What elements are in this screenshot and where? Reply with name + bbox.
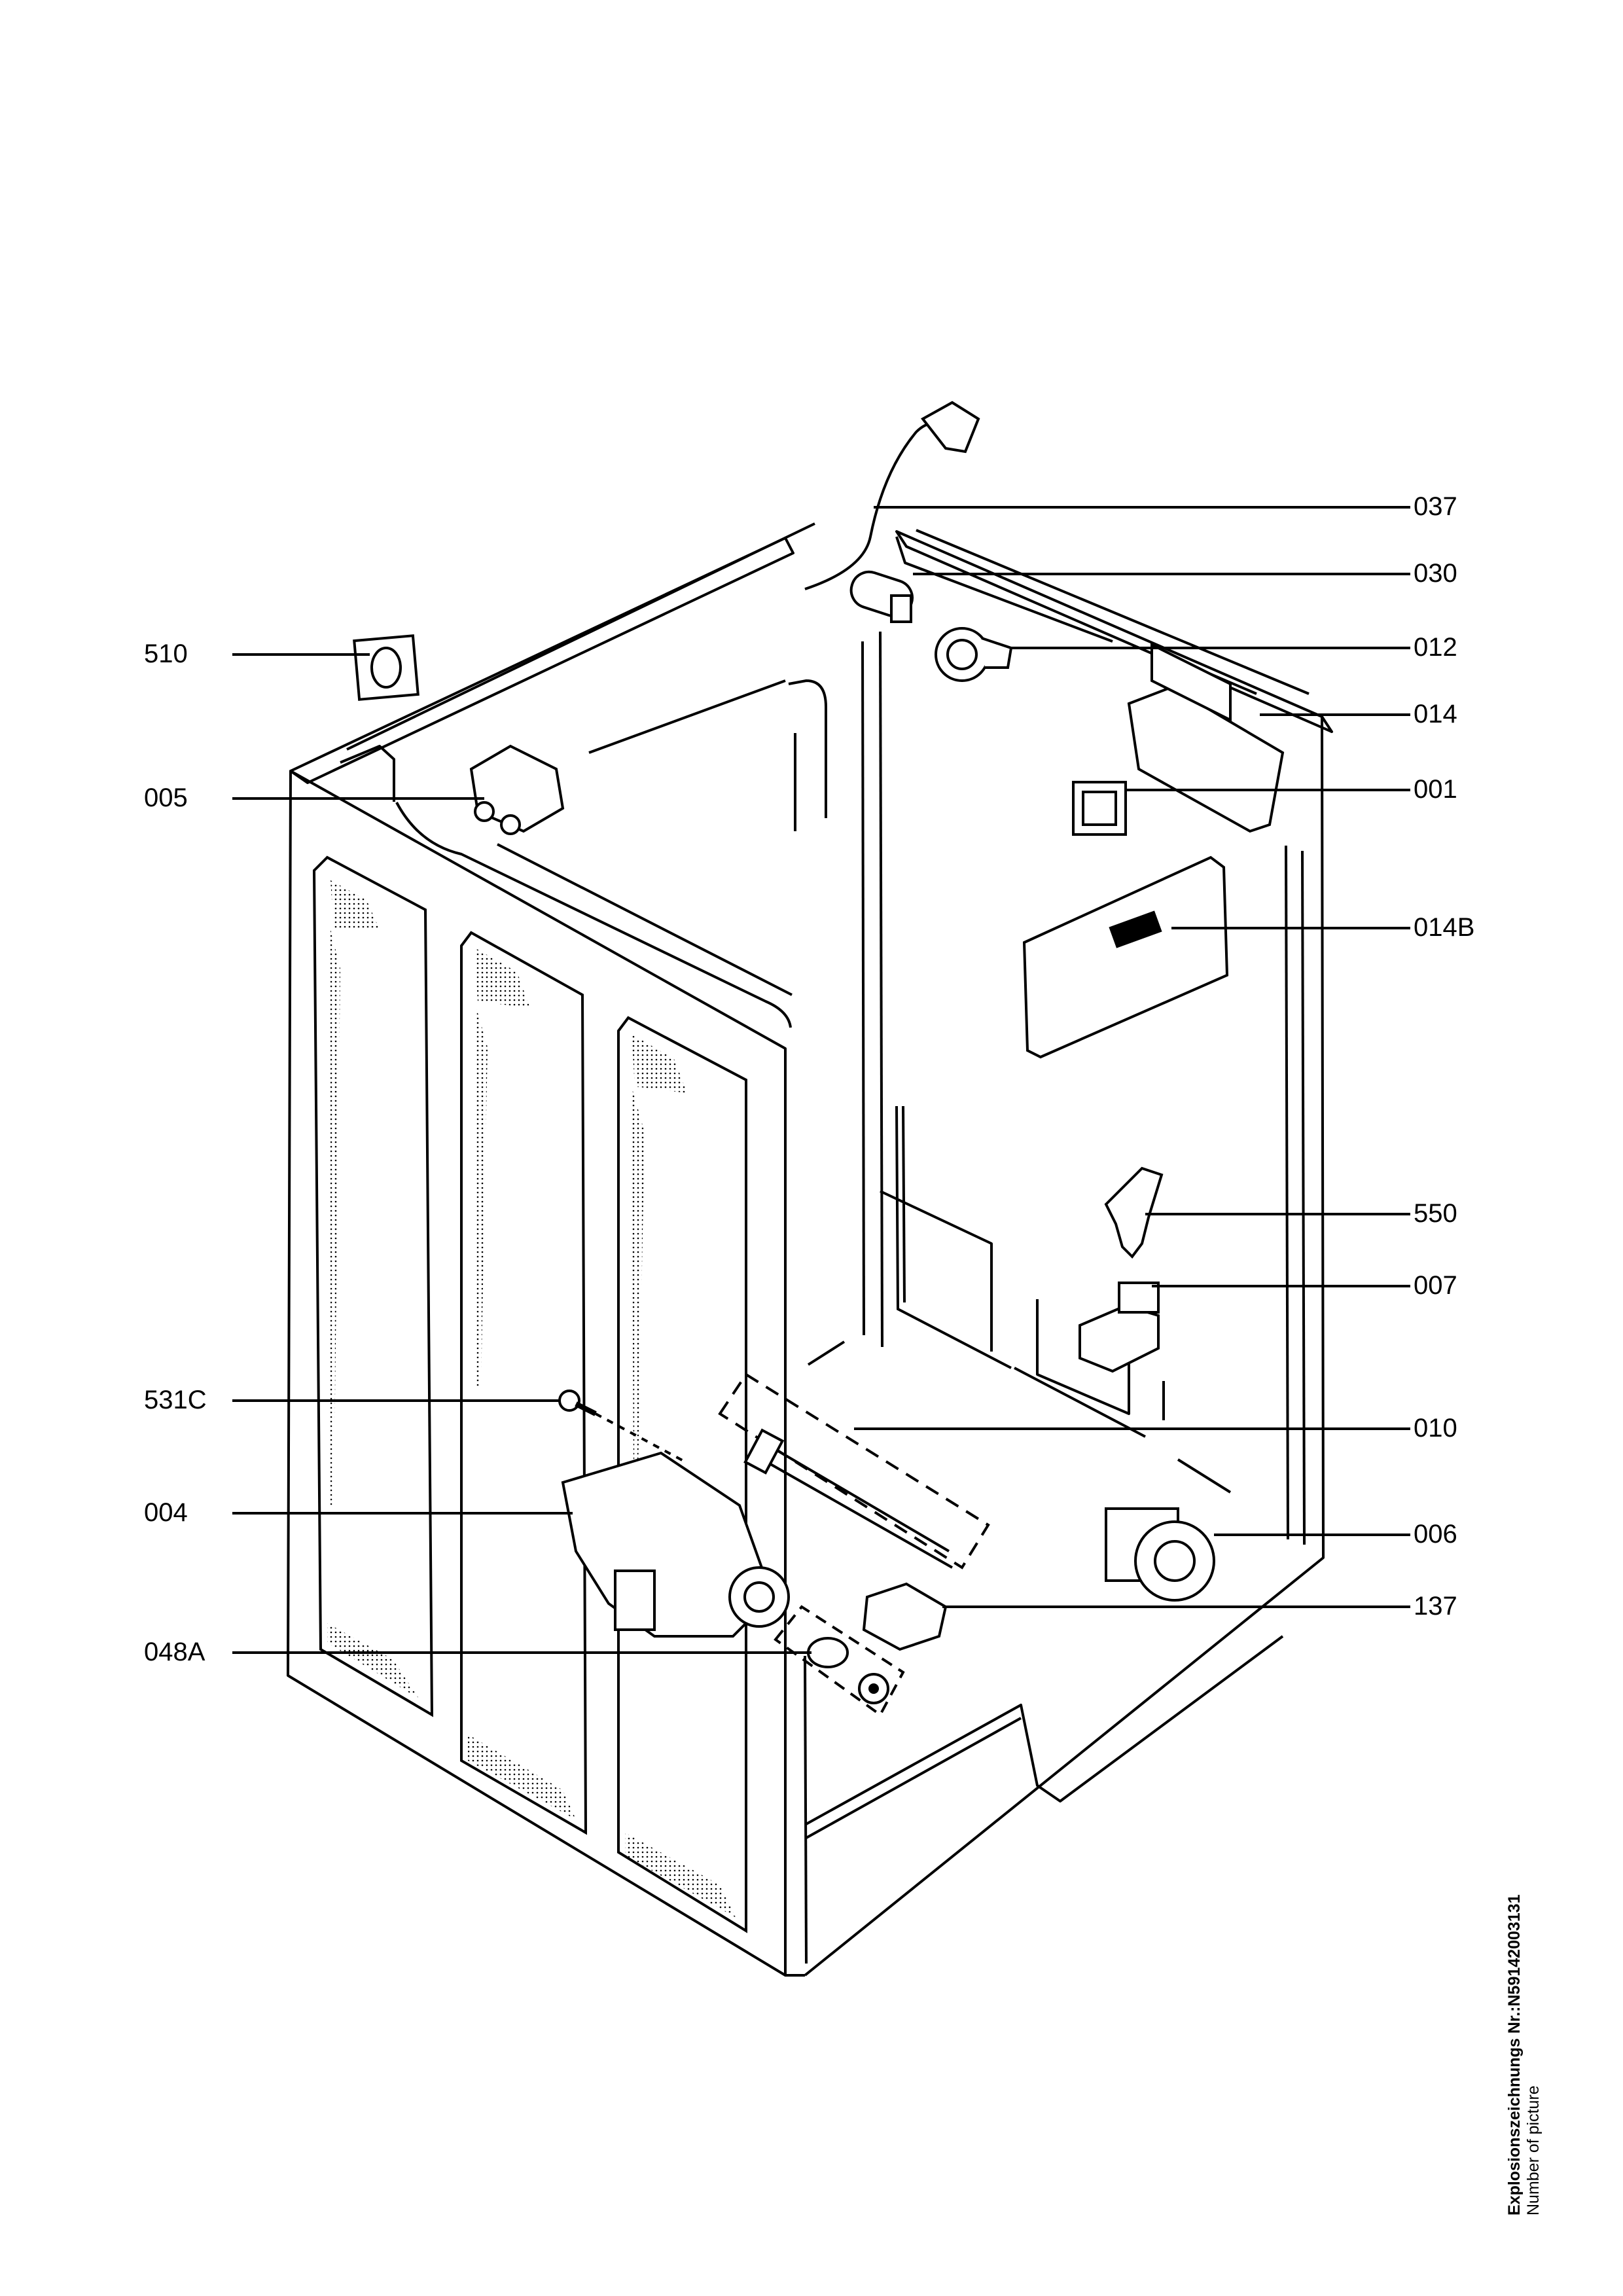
callout-005: 005 bbox=[144, 783, 188, 812]
interference-filter bbox=[1072, 781, 1127, 836]
callout-014: 014 bbox=[1414, 700, 1457, 728]
callout-531C: 531C bbox=[144, 1386, 207, 1414]
screw bbox=[558, 1390, 597, 1416]
capacitor bbox=[849, 570, 914, 623]
drawing-number-caption: Explosionszeichnungs Nr.:N59142003131 Nu… bbox=[1505, 1895, 1543, 2216]
callout-006: 006 bbox=[1414, 1520, 1457, 1549]
parts bbox=[353, 401, 1285, 1717]
door-lock bbox=[1079, 1282, 1160, 1373]
cabinet-frame bbox=[287, 522, 1333, 1977]
cover-disc bbox=[353, 634, 419, 701]
electronic-board bbox=[1022, 855, 1229, 1059]
heater-kit-outline bbox=[718, 1372, 990, 1570]
mains-cable bbox=[804, 422, 943, 590]
door-handle bbox=[1104, 1166, 1164, 1259]
callout-007: 007 bbox=[1414, 1271, 1457, 1300]
callout-550: 550 bbox=[1414, 1199, 1457, 1228]
drawing-number: Explosionszeichnungs Nr.:N59142003131 bbox=[1505, 1894, 1524, 2216]
callout-012: 012 bbox=[1414, 633, 1457, 662]
callout-048A: 048A bbox=[144, 1638, 205, 1666]
back-panel-recess bbox=[895, 1105, 1012, 1369]
callout-030: 030 bbox=[1414, 559, 1457, 588]
callout-004: 004 bbox=[144, 1498, 188, 1527]
plug bbox=[920, 401, 980, 454]
motor bbox=[561, 1451, 790, 1638]
heater-element bbox=[758, 1439, 953, 1569]
brush-kit-outline bbox=[774, 1605, 905, 1717]
callout-137: 137 bbox=[1414, 1592, 1457, 1621]
leader-lines bbox=[232, 506, 1410, 1654]
front-panel-recesses bbox=[312, 855, 747, 1933]
callout-037: 037 bbox=[1414, 492, 1457, 521]
callout-010: 010 bbox=[1414, 1414, 1457, 1443]
callout-001: 001 bbox=[1414, 775, 1457, 804]
ntc-sensor bbox=[862, 1582, 948, 1651]
pressure-switch bbox=[935, 627, 1013, 682]
callout-510: 510 bbox=[144, 639, 188, 668]
drain-pump bbox=[1105, 1507, 1215, 1602]
water-valve bbox=[469, 744, 565, 835]
callout-014B: 014B bbox=[1414, 913, 1475, 942]
drawing-number-subtitle: Number of picture bbox=[1524, 2085, 1543, 2215]
